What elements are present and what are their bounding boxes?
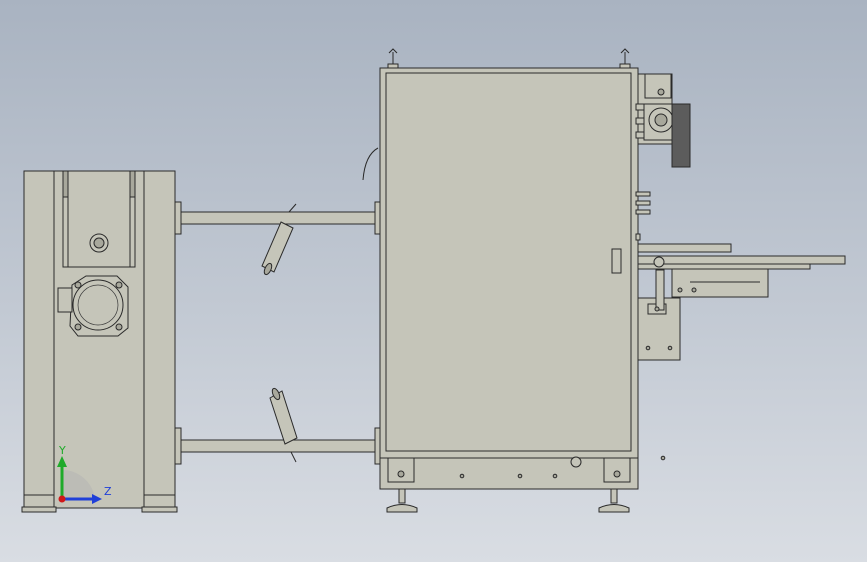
coordinate-triad: Y Z xyxy=(57,444,112,504)
feed-table xyxy=(637,243,846,298)
swing-arc xyxy=(362,147,379,181)
side-bolts xyxy=(635,191,651,241)
drive-block xyxy=(671,103,691,168)
cutter-bracket xyxy=(637,269,681,361)
y-axis-arrowhead xyxy=(57,456,67,467)
z-axis-arrowhead xyxy=(92,494,102,504)
triad-plane xyxy=(62,469,95,499)
y-axis-label: Y xyxy=(58,444,66,457)
door-handle xyxy=(611,248,622,274)
guide-roller-lower xyxy=(269,387,298,463)
lifting-eye-right xyxy=(619,48,631,69)
levelling-foot-left xyxy=(386,488,418,513)
guide-roller-upper xyxy=(261,203,297,276)
bearing-block-assembly xyxy=(635,73,691,168)
levelling-foot-right xyxy=(598,488,630,513)
z-axis-label: Z xyxy=(104,485,112,498)
tie-bar-lower xyxy=(174,427,382,465)
lifting-eye-left xyxy=(387,48,399,69)
hub-nut xyxy=(89,233,109,253)
main-cabinet xyxy=(379,48,666,513)
left-frame xyxy=(21,170,178,513)
triad-origin xyxy=(58,495,66,503)
motor-housing xyxy=(57,275,129,337)
